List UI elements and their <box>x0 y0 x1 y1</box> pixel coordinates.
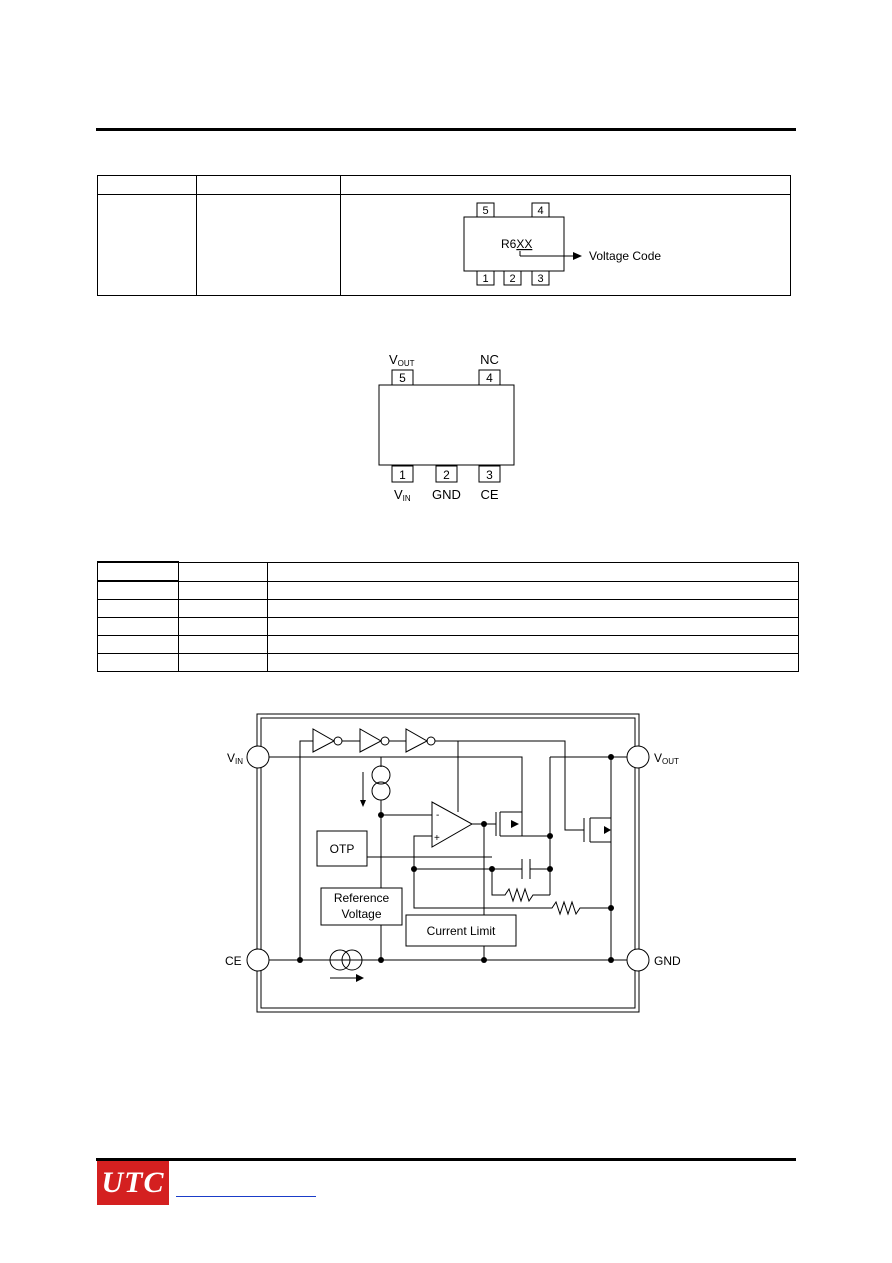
table-cell <box>267 580 799 600</box>
table-row: 5 4 1 2 3 R6XX Voltage Code <box>97 194 791 296</box>
table-cell <box>97 580 179 600</box>
arrow-icon <box>573 252 582 260</box>
table-cell <box>196 175 341 195</box>
pin-number: 5 <box>482 205 488 217</box>
table-cell <box>196 194 341 296</box>
pin-label-vout: VOUT <box>389 352 415 368</box>
pin-box <box>391 369 414 386</box>
table-cell <box>178 561 268 582</box>
pin-box <box>476 270 495 286</box>
table-cell <box>97 561 179 582</box>
marking-diagram: 5 4 1 2 3 R6XX Voltage Code <box>463 202 661 286</box>
pin-number: 1 <box>482 273 488 285</box>
table-row <box>97 635 799 654</box>
table-cell <box>267 599 799 618</box>
otp-label: OTP <box>330 842 355 856</box>
terminal-vin <box>246 745 270 769</box>
pin-box <box>531 202 550 218</box>
table-cell <box>178 617 268 636</box>
pin-number: 2 <box>509 273 515 285</box>
arrow-icon <box>360 800 366 807</box>
table-cell <box>267 653 799 672</box>
table-cell <box>267 617 799 636</box>
table-cell <box>178 653 268 672</box>
table-cell <box>97 653 179 672</box>
table-cell <box>267 561 799 582</box>
label-ce: CE <box>225 954 242 968</box>
table-cell <box>178 580 268 600</box>
label-vout: VOUT <box>654 751 679 766</box>
header-rule <box>96 128 796 131</box>
label-gnd: GND <box>654 954 681 968</box>
arrow-icon <box>356 974 364 982</box>
pin-box <box>478 369 501 386</box>
table-header-row <box>97 561 799 582</box>
table-cell <box>97 194 197 296</box>
amp-minus: - <box>436 810 439 821</box>
pin-number: 3 <box>537 273 543 285</box>
pin-label-vin: VIN <box>394 487 411 503</box>
table-cell <box>97 175 197 195</box>
pin-number: 5 <box>399 371 406 385</box>
pin-configuration: 5 4 1 2 3 VOUT NC VIN GND CE <box>378 352 515 503</box>
pin-box <box>435 465 458 483</box>
reference-label-line2: Voltage <box>341 907 381 921</box>
arrow-icon <box>511 820 519 828</box>
table-cell <box>178 599 268 618</box>
table-row <box>97 653 799 672</box>
table-cell <box>97 635 179 654</box>
website-link-underline[interactable] <box>176 1196 316 1197</box>
pin-label-ce: CE <box>480 487 498 502</box>
terminal-gnd <box>626 948 650 972</box>
terminal-vout <box>626 745 650 769</box>
otp-block <box>316 830 368 867</box>
current-limit-label: Current Limit <box>427 924 496 938</box>
utc-logo: UTC <box>97 1161 169 1205</box>
footer-rule <box>96 1158 796 1161</box>
block-diagram: VIN VOUT CE GND <box>225 713 681 1013</box>
table-cell <box>267 635 799 654</box>
pin-number: 4 <box>537 205 543 217</box>
table-row <box>97 617 799 636</box>
pin-number: 1 <box>399 468 406 482</box>
table-cell <box>97 599 179 618</box>
reference-voltage-block <box>320 887 403 926</box>
table-cell <box>340 175 791 195</box>
pin-box <box>391 465 414 483</box>
pin-label-nc: NC <box>480 352 499 367</box>
current-limit-block <box>405 914 517 947</box>
voltage-code-label: Voltage Code <box>589 249 661 263</box>
terminal-ce <box>246 948 270 972</box>
arrow-icon <box>604 826 611 834</box>
table-row <box>97 599 799 618</box>
pin-number: 2 <box>443 468 450 482</box>
table-header-row <box>97 175 791 195</box>
table-cell <box>97 617 179 636</box>
label-vin: VIN <box>227 751 243 766</box>
table-cell <box>178 635 268 654</box>
pin-label-gnd: GND <box>432 487 461 502</box>
marking-code: R6XX <box>501 237 532 251</box>
pin-number: 3 <box>486 468 493 482</box>
reference-label-line1: Reference <box>334 891 390 905</box>
pin-box <box>531 270 550 286</box>
marking-cell: 5 4 1 2 3 R6XX Voltage Code <box>340 194 791 296</box>
pin-description-table <box>97 561 799 672</box>
pin-number: 4 <box>486 371 493 385</box>
marking-table: 5 4 1 2 3 R6XX Voltage Code <box>97 175 791 296</box>
pin-box <box>503 270 522 286</box>
pin-box <box>476 202 495 218</box>
table-row <box>97 580 799 600</box>
amp-plus: + <box>434 833 440 844</box>
pin-box <box>478 465 501 483</box>
